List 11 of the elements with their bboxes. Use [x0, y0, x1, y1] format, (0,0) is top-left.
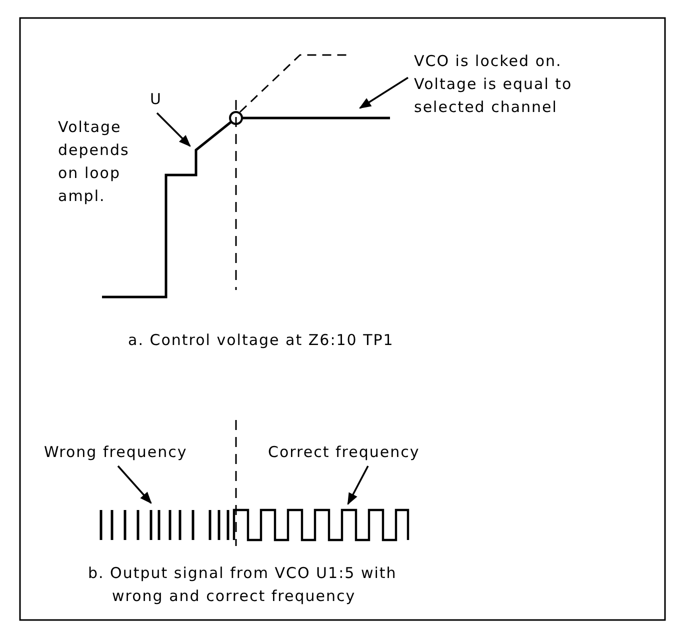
leader-arrow [117, 465, 152, 504]
annotation-text: Wrong frequency [44, 441, 204, 464]
figure-caption: a. Control voltage at Z6:10 TP1 [128, 330, 395, 351]
annotation-text: Voltage depends on loop ampl. [58, 117, 130, 207]
leader-arrow [156, 112, 191, 147]
voltage-symbol: U [150, 88, 164, 111]
leader-arrow [347, 466, 369, 506]
annotation-text: Correct frequency [268, 441, 448, 464]
leader-arrow [358, 76, 408, 109]
annotation-text: VCO is locked on. Voltage is equal to selected channel [414, 50, 614, 119]
figure-caption: b. Output signal from VCO U1:5 with wrong and correct frequency [88, 563, 398, 607]
